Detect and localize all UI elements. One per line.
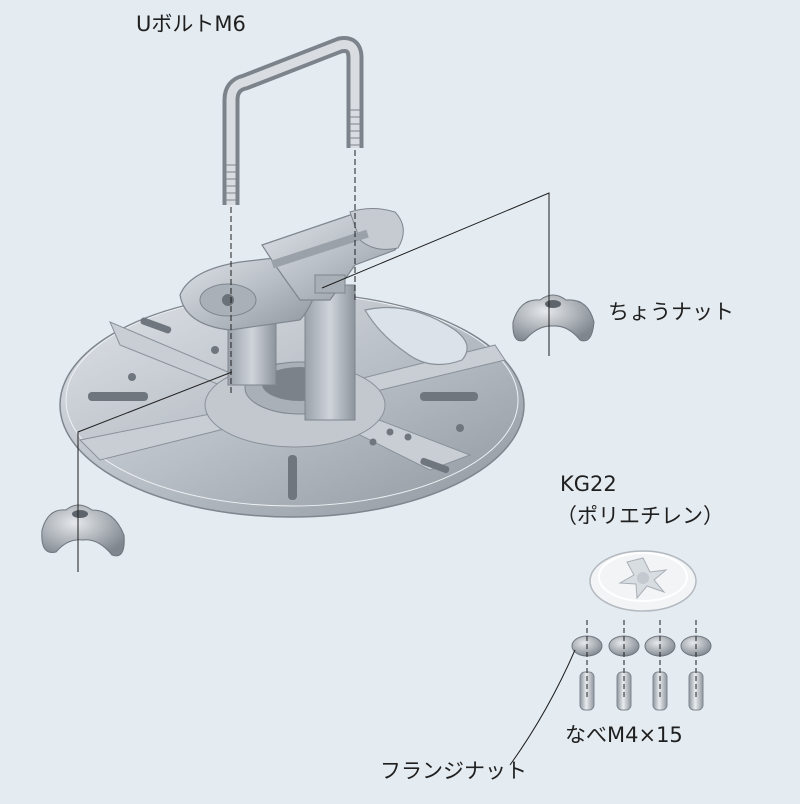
wing-nut-right — [512, 294, 595, 342]
kg22-washer — [589, 550, 697, 612]
base-plate — [59, 292, 525, 518]
kg22-name-label: KG22 — [560, 472, 617, 496]
kg22-material-label: （ポリエチレン） — [556, 504, 724, 528]
bracket — [179, 208, 404, 421]
screw-set — [571, 635, 712, 711]
wing-nut-label: ちょうナット — [608, 300, 734, 324]
flange-nut-label: フランジナット — [380, 759, 527, 783]
u-bolt-label: UボルトM6 — [136, 12, 246, 36]
leader-lines — [77, 150, 697, 766]
wing-nut-left — [41, 504, 125, 557]
pan-screw-label: なべM4×15 — [565, 723, 683, 747]
u-bolt — [222, 36, 364, 205]
